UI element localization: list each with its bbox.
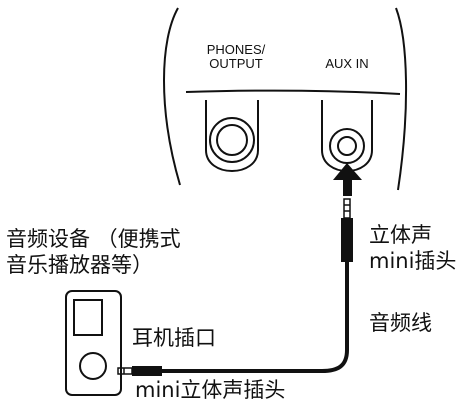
phones-jack-ring-inner [216, 124, 248, 156]
aux-jack-housing [321, 100, 373, 172]
phones-jack-housing [205, 100, 259, 172]
player-plug [117, 366, 162, 376]
aux-jack-ring-inner [337, 136, 357, 156]
insert-arrow-head [333, 163, 362, 180]
aux-jack-ring-outer [329, 128, 365, 164]
phones-output-label-line2: OUTPUT [209, 56, 263, 71]
player-plug-tip [117, 367, 133, 375]
aux-in-jack [321, 100, 373, 172]
panel-divider-line [185, 89, 401, 95]
player-screen [73, 299, 103, 336]
audio-device-label: 音频设备 （便携式 音乐播放器等） [6, 226, 181, 278]
instrument-panel [163, 7, 408, 191]
phones-jack-ring-outer [209, 117, 255, 163]
audio-device-label-line2: 音乐播放器等） [6, 253, 153, 277]
audio-cable [160, 262, 349, 373]
music-player [65, 290, 122, 396]
headphone-jack-label: 耳机插口 [132, 326, 216, 350]
phones-output-label: PHONES/ OUTPUT [196, 43, 276, 71]
stereo-mini-plug-label-line2: mini插头 [369, 249, 457, 273]
audio-cable-label: 音频线 [369, 311, 432, 335]
aux-in-label-text: AUX IN [325, 56, 369, 71]
player-plug-body [132, 366, 162, 376]
aux-in-label: AUX IN [312, 57, 382, 71]
plug-tip [343, 198, 351, 219]
stereo-mini-plug [341, 198, 353, 262]
insert-arrow-shaft [343, 178, 352, 196]
phones-output-label-line1: PHONES/ [206, 42, 266, 57]
panel-left-edge [163, 7, 181, 186]
player-control-wheel [79, 352, 107, 380]
insert-arrow [333, 163, 362, 196]
mini-stereo-plug-label: mini立体声插头 [135, 378, 286, 402]
stereo-mini-plug-label-line1: 立体声 [369, 223, 432, 247]
panel-right-edge [395, 7, 408, 191]
player-body [65, 290, 122, 396]
stereo-mini-plug-label: 立体声 mini插头 [369, 222, 456, 274]
plug-body [341, 218, 353, 262]
audio-device-label-line1: 音频设备 （便携式 [6, 227, 181, 251]
phones-output-jack [205, 100, 259, 172]
